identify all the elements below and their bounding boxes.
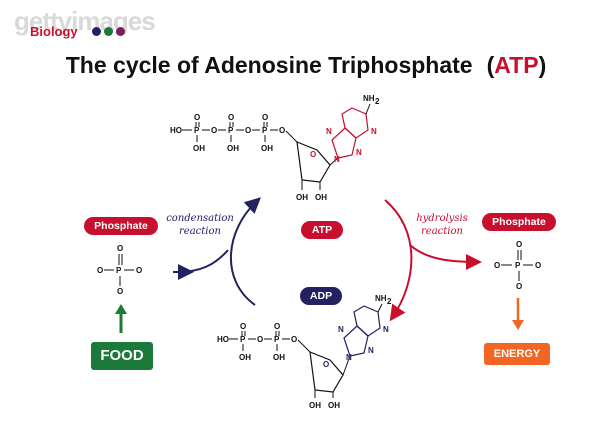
adp-molecule: HO P O OH O P O OH O O OH OH N N N N — [217, 294, 392, 410]
chem-p: P — [228, 126, 234, 135]
atp-molecule: HO P O OH O P O OH O P O OH O O OH OH — [170, 94, 380, 202]
energy-down-arrow-head — [512, 320, 524, 330]
chem-p: P — [274, 335, 280, 344]
brand-dot — [92, 27, 101, 36]
condensation-reaction-word: reaction — [179, 226, 221, 237]
chem-n: N — [346, 353, 352, 362]
chem-n: N — [356, 148, 362, 157]
title-abbr: ATP — [494, 52, 539, 78]
condensation-arrow — [230, 197, 261, 306]
chem-n: N — [334, 155, 340, 164]
chem-o: O — [323, 360, 329, 369]
chem-o: O — [117, 287, 123, 296]
hydrolysis-arrow — [384, 199, 413, 322]
chem-o: O — [274, 322, 280, 331]
chem-oh: OH — [328, 401, 340, 410]
hydrolysis-caption: hydrolysis reaction — [402, 212, 482, 238]
chem-p: P — [262, 126, 268, 135]
page-title: The cycle of Adenosine Triphosphate (ATP) — [0, 52, 612, 79]
left-phosphate-pill: Phosphate — [84, 217, 158, 235]
chem-oh: OH — [315, 193, 327, 202]
food-box: FOOD — [91, 342, 153, 370]
title-main: The cycle of Adenosine Triphosphate — [65, 52, 473, 78]
chem-o: O — [97, 266, 103, 275]
food-up-arrow-head — [115, 304, 127, 314]
chem-n: N — [368, 346, 374, 355]
chem-nh2: NH — [375, 294, 387, 303]
chem-subscript: 2 — [387, 297, 392, 306]
chem-oh: OH — [296, 193, 308, 202]
chem-o: O — [136, 266, 142, 275]
release-arrow — [409, 244, 482, 270]
chem-oh: OH — [261, 144, 273, 153]
chem-oh: OH — [309, 401, 321, 410]
chem-ho: HO — [170, 126, 182, 135]
brand-dots — [92, 27, 125, 36]
chem-subscript: 2 — [375, 97, 380, 106]
right-phosphate-molecule: O O P O O — [494, 240, 541, 291]
chem-o: O — [257, 335, 263, 344]
energy-box: ENERGY — [484, 343, 550, 365]
chem-p: P — [515, 261, 521, 270]
chem-o: O — [211, 126, 217, 135]
brand-label: Biology — [30, 24, 78, 39]
adp-pill: ADP — [300, 287, 342, 305]
chem-o: O — [228, 113, 234, 122]
chem-ho: HO — [217, 335, 229, 344]
right-phosphate-pill: Phosphate — [482, 213, 556, 231]
chem-o: O — [535, 261, 541, 270]
chem-o: O — [240, 322, 246, 331]
chem-n: N — [326, 127, 332, 136]
left-phosphate-molecule: O O P O O — [97, 244, 142, 296]
watermark-text: gettyimages — [14, 6, 156, 36]
chem-o: O — [291, 335, 297, 344]
atp-pill: ATP — [301, 221, 343, 239]
title-paren-close: ) — [538, 52, 547, 78]
hydrolysis-reaction-word: reaction — [421, 226, 463, 237]
food-to-cycle-arrow — [177, 249, 229, 273]
chem-o: O — [494, 261, 500, 270]
hydrolysis-word: hydrolysis — [416, 213, 468, 224]
chem-o: O — [117, 244, 123, 253]
chem-p: P — [240, 335, 246, 344]
brand-dot — [104, 27, 113, 36]
chem-o: O — [245, 126, 251, 135]
chem-o: O — [279, 126, 285, 135]
chem-o: O — [262, 113, 268, 122]
chem-o: O — [310, 150, 316, 159]
brand-dot — [116, 27, 125, 36]
title-paren-open: ( — [486, 52, 495, 78]
condensation-caption: condensation reaction — [160, 212, 240, 238]
chem-oh: OH — [239, 353, 251, 362]
chem-n: N — [383, 325, 389, 334]
chem-oh: OH — [227, 144, 239, 153]
chem-p: P — [194, 126, 200, 135]
chem-n: N — [371, 127, 377, 136]
chem-p: P — [116, 266, 122, 275]
chem-o: O — [516, 282, 522, 291]
condensation-word: condensation — [166, 213, 234, 224]
chem-oh: OH — [273, 353, 285, 362]
chem-oh: OH — [193, 144, 205, 153]
chem-nh2: NH — [363, 94, 375, 103]
chem-o: O — [194, 113, 200, 122]
chem-o: O — [516, 240, 522, 249]
chem-n: N — [338, 325, 344, 334]
